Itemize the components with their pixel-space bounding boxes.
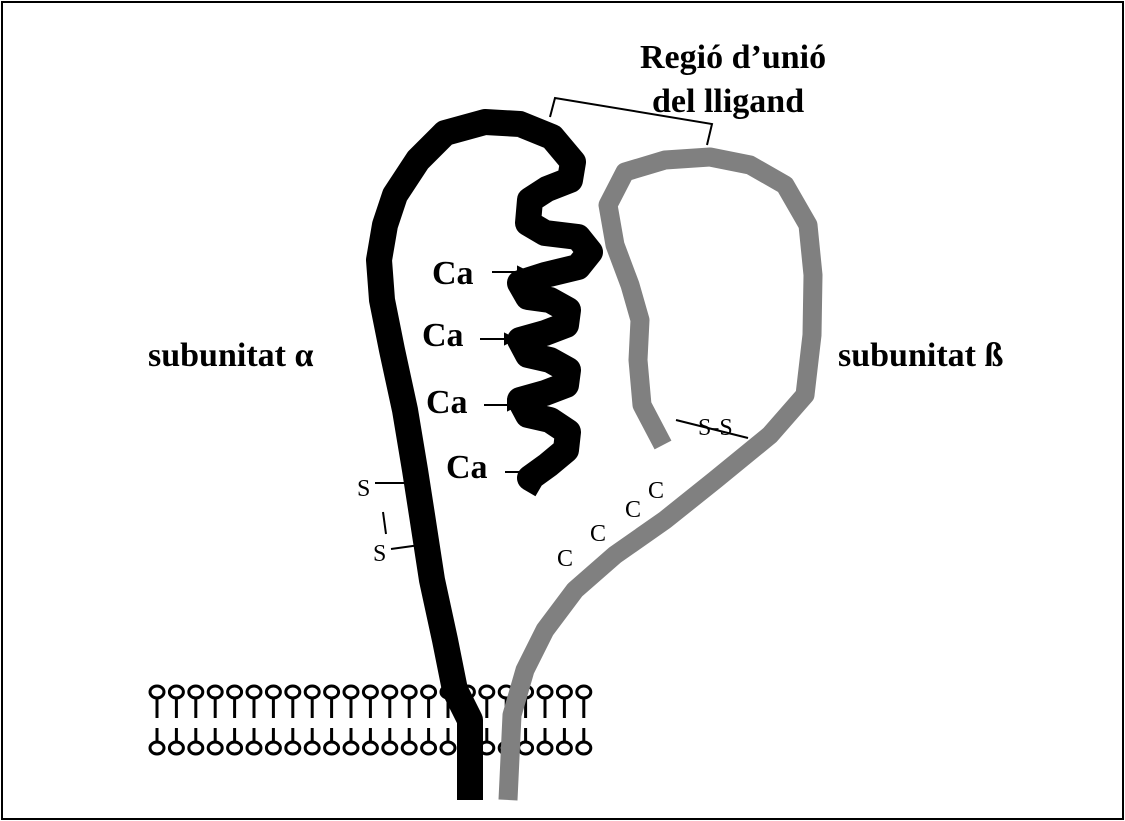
lipid-head-top xyxy=(383,686,397,698)
lipid-head-bottom xyxy=(266,742,280,754)
lipid-head-bottom xyxy=(383,742,397,754)
lipid-head-bottom xyxy=(577,742,591,754)
lipid-head-bottom xyxy=(519,742,533,754)
lipid-head-bottom xyxy=(402,742,416,754)
beta-disulfide-label: S-S xyxy=(698,415,733,441)
ligand-region-title-line1: Regió d’unió xyxy=(640,39,826,76)
lipid-head-top xyxy=(577,686,591,698)
cysteine-label-4: C xyxy=(648,478,664,504)
alpha-subunit-label: subunitat α xyxy=(148,337,313,374)
lipid-head-top xyxy=(247,686,261,698)
alpha-disulfide-bond xyxy=(383,512,386,534)
lipid-head-top xyxy=(189,686,203,698)
cysteine-label-1: C xyxy=(557,546,573,572)
lipid-head-top xyxy=(325,686,339,698)
cysteine-label-2: C xyxy=(590,521,606,547)
lipid-head-bottom xyxy=(169,742,183,754)
lipid-head-bottom xyxy=(247,742,261,754)
lipid-head-top xyxy=(266,686,280,698)
lipid-head-bottom xyxy=(344,742,358,754)
ligand-region-title-line2: del lligand xyxy=(652,83,804,120)
calcium-label-2: Ca xyxy=(422,317,464,354)
lipid-head-top xyxy=(228,686,242,698)
lipid-head-top xyxy=(422,686,436,698)
lipid-head-top xyxy=(402,686,416,698)
lipid-head-top xyxy=(305,686,319,698)
calcium-label-3: Ca xyxy=(426,384,468,421)
lipid-head-bottom xyxy=(208,742,222,754)
lipid-head-top xyxy=(480,686,494,698)
lipid-head-top xyxy=(150,686,164,698)
lipid-head-bottom xyxy=(228,742,242,754)
calcium-label-4: Ca xyxy=(446,449,488,486)
alpha-disulfide-s-bottom: S xyxy=(373,541,386,567)
lipid-head-bottom xyxy=(305,742,319,754)
lipid-head-bottom xyxy=(150,742,164,754)
lipid-head-top xyxy=(208,686,222,698)
lipid-head-top xyxy=(169,686,183,698)
lipid-head-bottom xyxy=(363,742,377,754)
lipid-head-top xyxy=(363,686,377,698)
lipid-head-bottom xyxy=(286,742,300,754)
lipid-head-bottom xyxy=(325,742,339,754)
beta-subunit-label: subunitat ß xyxy=(838,337,1003,374)
lipid-head-bottom xyxy=(557,742,571,754)
lipid-head-top xyxy=(538,686,552,698)
lipid-head-top xyxy=(557,686,571,698)
lipid-head-top xyxy=(286,686,300,698)
alpha-disulfide-s-top: S xyxy=(357,476,370,502)
lipid-head-bottom xyxy=(189,742,203,754)
cysteine-label-3: C xyxy=(625,497,641,523)
lipid-head-bottom xyxy=(441,742,455,754)
lipid-head-bottom xyxy=(422,742,436,754)
lipid-head-top xyxy=(344,686,358,698)
calcium-label-1: Ca xyxy=(432,255,474,292)
lipid-head-bottom xyxy=(538,742,552,754)
